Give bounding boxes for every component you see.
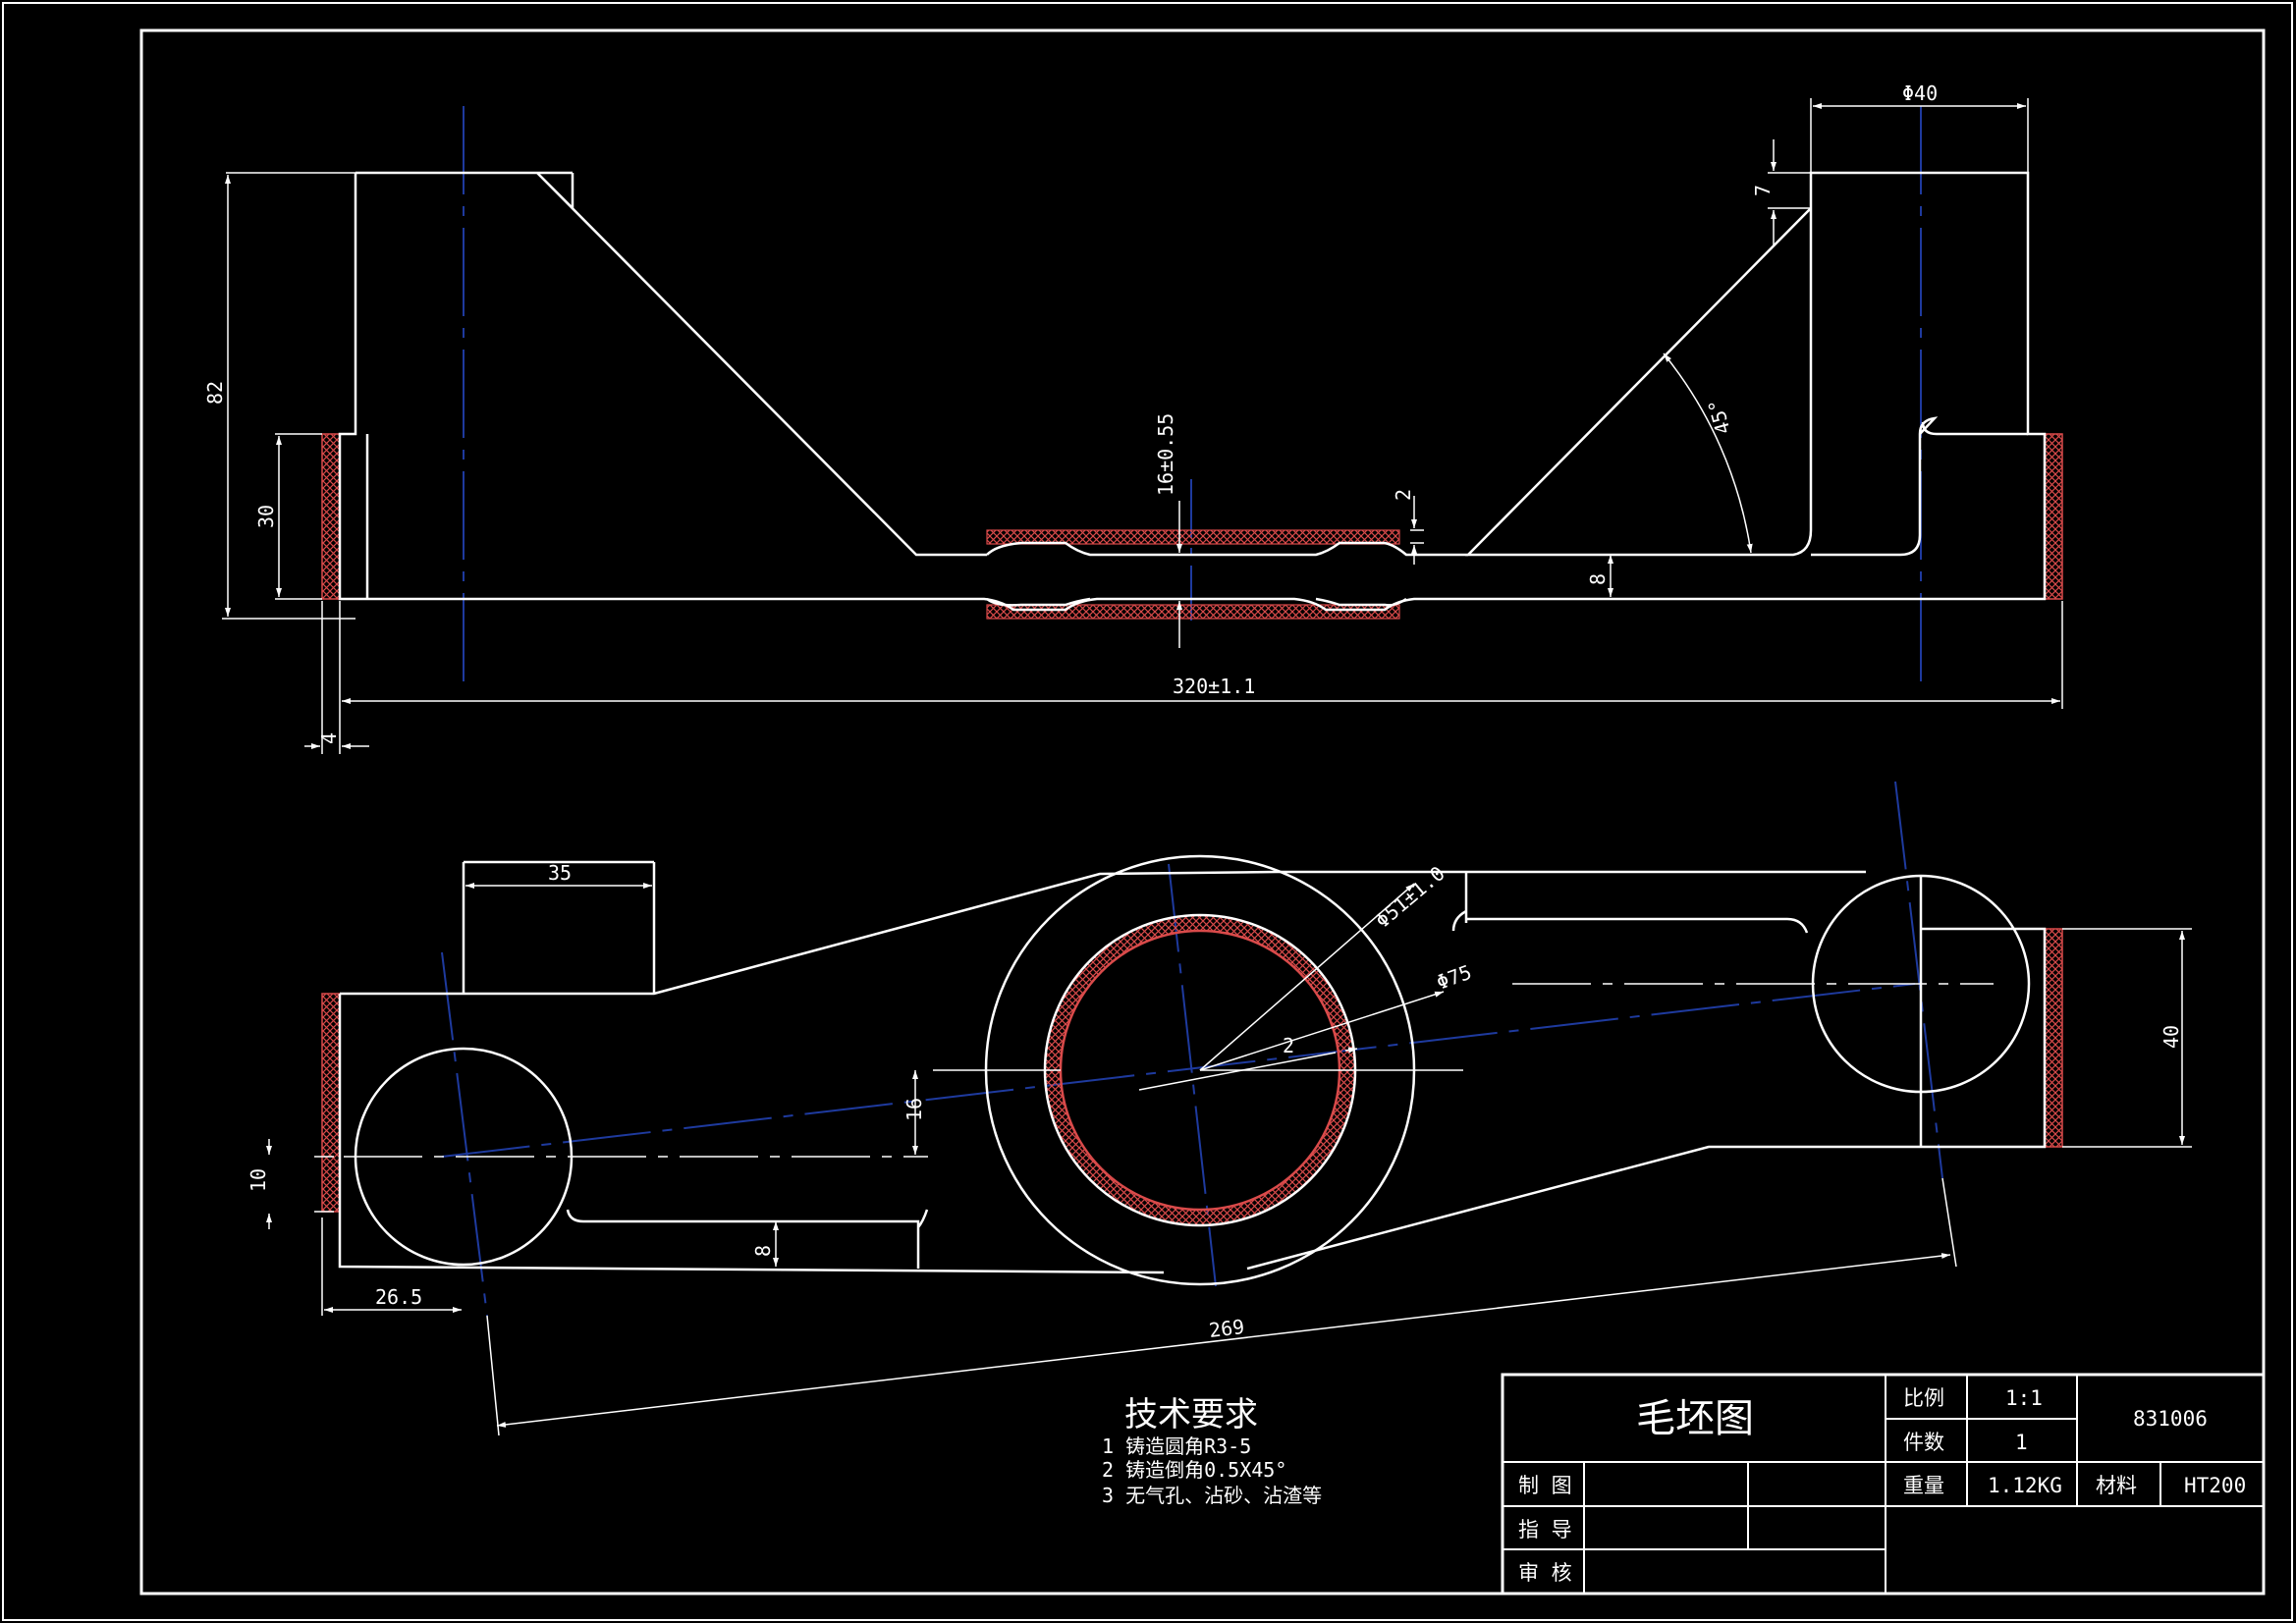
dim-35: 35 (548, 861, 572, 885)
tech-req-title: 技术要求 (1124, 1395, 1258, 1434)
tech-req-item-3: 3 无气孔、沾砂、沾渣等 (1102, 1484, 1322, 1507)
title-block-text: 毛坯图 比例 1:1 件数 1 831006 制 图 指 导 审 核 重量 1.… (1518, 1386, 2246, 1585)
title-block (1501, 1373, 2266, 1596)
dim-30: 30 (254, 505, 278, 528)
dim-phi40: Φ40 (1902, 81, 1938, 105)
weight-label: 重量 (1903, 1474, 1944, 1497)
dim-82: 82 (203, 381, 227, 405)
right-boss-fillet (1811, 416, 2028, 557)
centerline-left-axis (441, 951, 488, 1317)
scale-label: 比例 (1903, 1386, 1944, 1410)
hatch-right-end (2044, 928, 2063, 1148)
dim-45: 45° (1703, 397, 1735, 437)
dim-2-top: 2 (1392, 489, 1415, 501)
dim-4: 4 (317, 732, 341, 744)
dim-16-bottom: 16 (902, 1098, 926, 1121)
dim-7: 7 (1751, 185, 1775, 196)
top-view-outline (338, 171, 2047, 612)
quantity-label: 件数 (1903, 1431, 1944, 1454)
dim-phi75: Φ75 (1434, 960, 1475, 995)
top-view (321, 106, 2063, 691)
centerline-hub-axis (1168, 863, 1217, 1287)
hatch-left-face (321, 433, 341, 600)
hatch-left-end (321, 993, 341, 1213)
left-boss (354, 1047, 574, 1267)
review-label: 审 核 (1518, 1561, 1572, 1585)
dim-10: 10 (246, 1168, 270, 1192)
material-label: 材料 (2096, 1474, 2137, 1497)
top-view-dimension-text: 82 30 4 320±1.1 16±0.55 2 8 45° 7 Φ40 (203, 81, 1938, 744)
hatch-center-top (986, 529, 1400, 545)
top-view-dimensions (222, 98, 2063, 754)
dim-2-bottom: 2 (1283, 1034, 1294, 1057)
center-web-top (986, 541, 1468, 557)
tech-req-item-2: 2 铸造倒角0.5X45° (1102, 1458, 1286, 1482)
dim-8-bottom: 8 (751, 1245, 775, 1257)
dim-16: 16±0.55 (1154, 413, 1177, 496)
dim-26-5: 26.5 (375, 1285, 422, 1309)
scale-value: 1:1 (2005, 1386, 2043, 1410)
bottom-view (321, 781, 2063, 1317)
weight-value: 1.12KG (1988, 1474, 2062, 1497)
center-web-bottom (986, 597, 1407, 607)
tech-req-item-1: 1 铸造圆角R3-5 (1102, 1434, 1251, 1458)
quantity-value: 1 (2015, 1431, 2028, 1454)
dim-269: 269 (1208, 1315, 1246, 1342)
drawing-number: 831006 (2133, 1407, 2208, 1431)
left-slot (566, 1209, 929, 1269)
guide-label: 指 导 (1518, 1518, 1572, 1542)
inner-frame (139, 28, 2266, 1596)
hatch-right-face (2044, 433, 2063, 600)
right-slot (1451, 909, 1809, 934)
dim-8-top: 8 (1586, 573, 1610, 585)
dim-40: 40 (2159, 1025, 2183, 1049)
centerline-long (441, 983, 1916, 1158)
bottom-view-dimensions (266, 874, 2192, 1436)
dim-320: 320±1.1 (1173, 675, 1255, 698)
hatch-center-bottom (986, 604, 1400, 620)
centerline-right-axis (1894, 781, 1943, 1179)
drawing-title: 毛坯图 (1636, 1396, 1754, 1441)
material-value: HT200 (2184, 1474, 2246, 1497)
technical-requirements: 技术要求 1 铸造圆角R3-5 2 铸造倒角0.5X45° 3 无气孔、沾砂、沾… (1102, 1395, 1322, 1507)
drawn-label: 制 图 (1518, 1474, 1572, 1497)
